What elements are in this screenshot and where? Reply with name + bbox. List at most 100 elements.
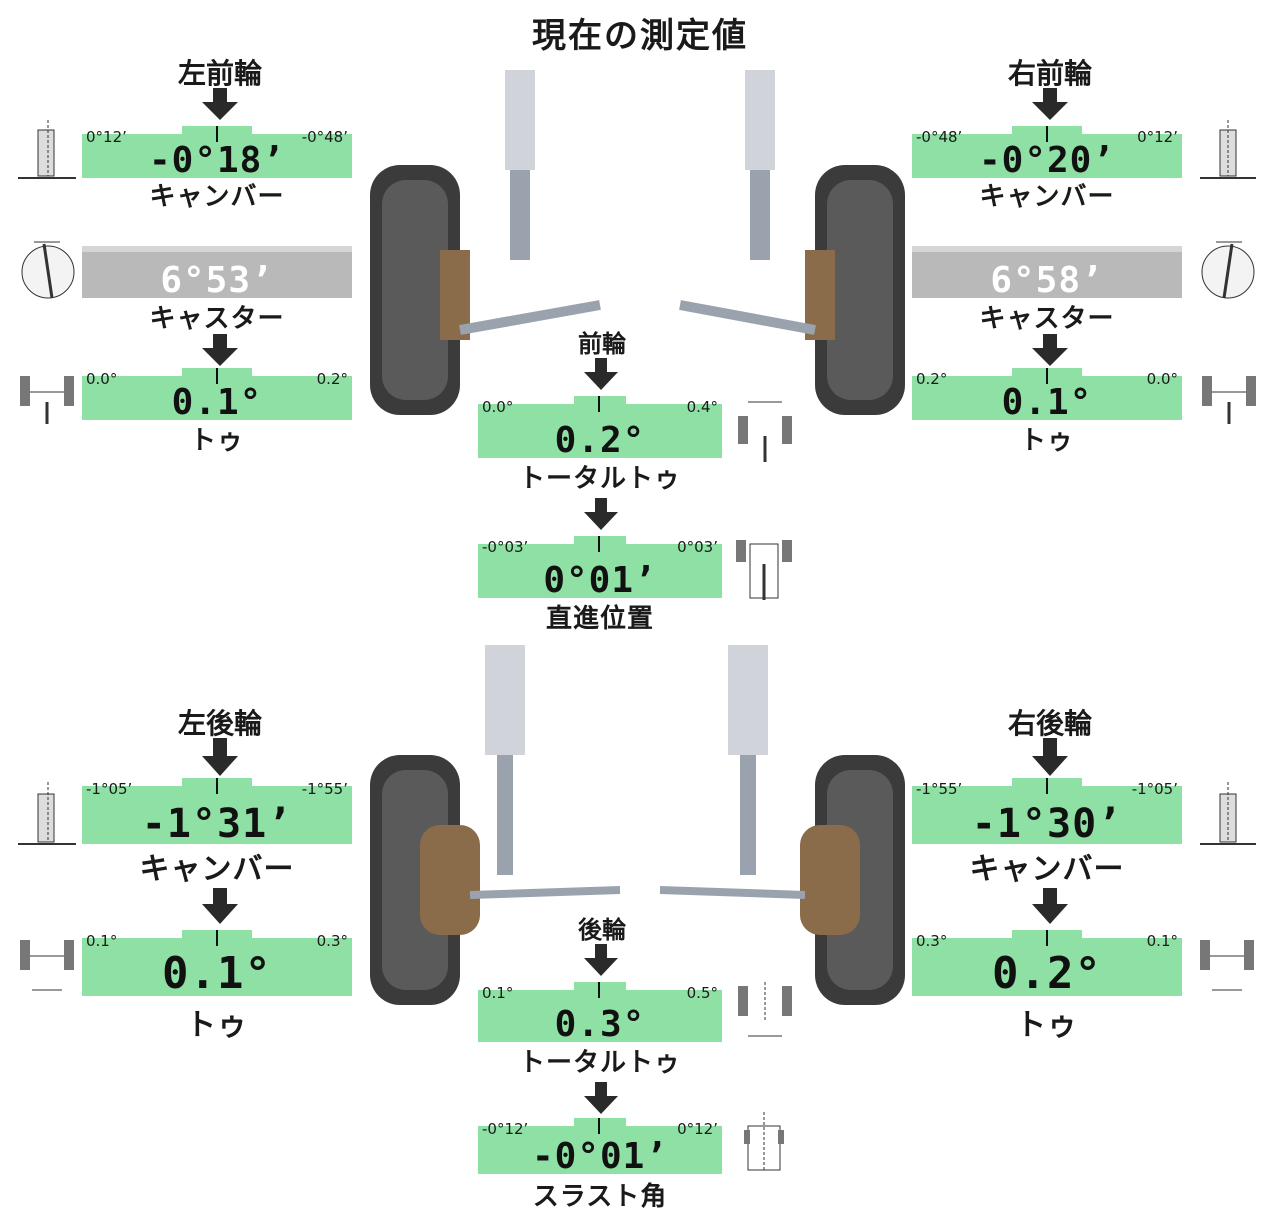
arrow-icon xyxy=(595,1082,607,1096)
arrow-icon xyxy=(213,738,227,756)
wheel-assembly-image xyxy=(370,70,905,415)
camber-label: キャンバー xyxy=(979,182,1115,212)
straight-label: 直進位置 xyxy=(545,604,654,634)
gauge-min: 0.0° xyxy=(86,370,118,388)
toe-diagram-icon xyxy=(20,940,74,991)
arrow-icon xyxy=(1043,888,1057,904)
gauge-max: 0.4° xyxy=(686,398,718,416)
gauge-min: -0°12’ xyxy=(482,1120,529,1138)
arrow-icon xyxy=(584,372,618,390)
arrow-icon xyxy=(1032,756,1068,776)
total-toe-value: 0.2° xyxy=(554,420,646,458)
arrow-icon xyxy=(1032,904,1068,924)
arrow-icon xyxy=(213,888,227,904)
caster-gauge-front-right: 6°58’ xyxy=(912,246,1182,298)
arrow-icon xyxy=(584,958,618,976)
gauge-min: 0°12’ xyxy=(86,128,127,146)
toe-value: 0.1° xyxy=(162,948,272,996)
arrow-icon xyxy=(202,102,238,120)
wheel-label-rear-right: 右後輪 xyxy=(1007,707,1092,740)
arrow-icon xyxy=(1032,102,1068,120)
toe-diagram-icon xyxy=(20,376,74,424)
gauge-min: -1°55’ xyxy=(916,780,963,798)
toe-diagram-icon xyxy=(1200,940,1254,991)
camber-value: -1°30’ xyxy=(971,801,1123,844)
camber-diagram-icon xyxy=(1200,782,1256,845)
caster-value: 6°58’ xyxy=(990,260,1104,298)
gauge-min: 0.1° xyxy=(86,932,118,950)
arrow-icon xyxy=(213,88,227,102)
arrow-icon xyxy=(1032,348,1068,366)
caster-diagram-icon xyxy=(21,241,75,299)
gauge-min: 0.2° xyxy=(916,370,948,388)
gauge-max: 0.3° xyxy=(316,932,348,950)
wheel-label-front-right: 右前輪 xyxy=(1007,57,1092,90)
camber-diagram-icon xyxy=(18,782,76,845)
camber-gauge-rear-right: -1°55’ -1°05’ -1°30’ xyxy=(912,778,1182,844)
gauge-max: 0°03’ xyxy=(677,538,718,556)
center-label-front: 前輪 xyxy=(578,330,626,358)
straight-diagram-icon xyxy=(736,540,792,600)
arrow-icon xyxy=(595,498,607,512)
total-toe-gauge-front: 0.0° 0.4° 0.2° xyxy=(478,396,722,458)
gauge-max: 0.0° xyxy=(1146,370,1178,388)
arrow-icon xyxy=(202,348,238,366)
gauge-min: -1°05’ xyxy=(86,780,133,798)
total-toe-value: 0.3° xyxy=(554,1004,646,1042)
arrow-icon xyxy=(595,944,607,958)
caster-value: 6°53’ xyxy=(160,260,274,298)
gauge-min: 0.0° xyxy=(482,398,514,416)
camber-label: キャンバー xyxy=(139,852,295,887)
camber-value: -1°31’ xyxy=(141,801,293,844)
gauge-max: -1°55’ xyxy=(301,780,348,798)
toe-gauge-rear-right: 0.3° 0.1° 0.2° xyxy=(912,930,1182,996)
total-toe-gauge-rear: 0.1° 0.5° 0.3° xyxy=(478,982,722,1042)
gauge-max: 0°12’ xyxy=(1137,128,1178,146)
camber-value: -0°18’ xyxy=(148,140,286,178)
thrust-label: スラスト角 xyxy=(532,1182,668,1212)
thrust-value: -0°01’ xyxy=(531,1136,669,1174)
toe-diagram-icon xyxy=(1202,376,1256,424)
caster-diagram-icon xyxy=(1201,241,1255,299)
camber-label: キャンバー xyxy=(969,852,1125,887)
camber-diagram-icon xyxy=(18,120,76,179)
gauge-max: 0°12’ xyxy=(677,1120,718,1138)
total-toe-diagram-icon xyxy=(738,401,792,462)
toe-gauge-front-right: 0.2° 0.0° 0.1° xyxy=(912,368,1182,420)
gauge-max: -0°48’ xyxy=(301,128,348,146)
toe-value: 0.2° xyxy=(992,948,1102,996)
gauge-max: 0.5° xyxy=(686,984,718,1002)
camber-label: キャンバー xyxy=(149,182,285,212)
arrow-icon xyxy=(1043,334,1057,348)
camber-gauge-front-right: -0°48’ 0°12’ -0°20’ xyxy=(912,126,1182,178)
arrow-icon xyxy=(1043,738,1057,756)
gauge-min: 0.3° xyxy=(916,932,948,950)
gauge-max: -1°05’ xyxy=(1131,780,1178,798)
camber-value: -0°20’ xyxy=(978,140,1116,178)
camber-gauge-rear-left: -1°05’ -1°55’ -1°31’ xyxy=(82,778,352,844)
straight-value: 0°01’ xyxy=(543,560,657,598)
camber-gauge-front-left: 0°12’ -0°48’ -0°18’ xyxy=(82,126,352,178)
toe-value: 0.1° xyxy=(171,382,263,420)
arrow-icon xyxy=(595,358,607,372)
camber-diagram-icon xyxy=(1200,120,1256,179)
arrow-icon xyxy=(1043,88,1057,102)
toe-label: トゥ xyxy=(1016,1008,1078,1043)
toe-label: トゥ xyxy=(186,1008,248,1043)
toe-value: 0.1° xyxy=(1001,382,1093,420)
gauge-max: 0.2° xyxy=(316,370,348,388)
total-toe-label: トータルトゥ xyxy=(518,1048,681,1078)
toe-label: トゥ xyxy=(1019,426,1074,456)
arrow-icon xyxy=(584,1096,618,1114)
gauge-min: 0.1° xyxy=(482,984,514,1002)
arrow-icon xyxy=(213,334,227,348)
caster-gauge-front-left: 6°53’ xyxy=(82,246,352,298)
caster-label: キャスター xyxy=(149,304,285,334)
toe-gauge-front-left: 0.0° 0.2° 0.1° xyxy=(82,368,352,420)
center-label-rear: 後輪 xyxy=(578,916,626,944)
total-toe-diagram-icon xyxy=(738,982,792,1037)
straight-gauge-front: -0°03’ 0°03’ 0°01’ xyxy=(478,536,722,598)
thrust-diagram-icon xyxy=(744,1112,784,1171)
gauge-max: 0.1° xyxy=(1146,932,1178,950)
arrow-icon xyxy=(584,512,618,530)
